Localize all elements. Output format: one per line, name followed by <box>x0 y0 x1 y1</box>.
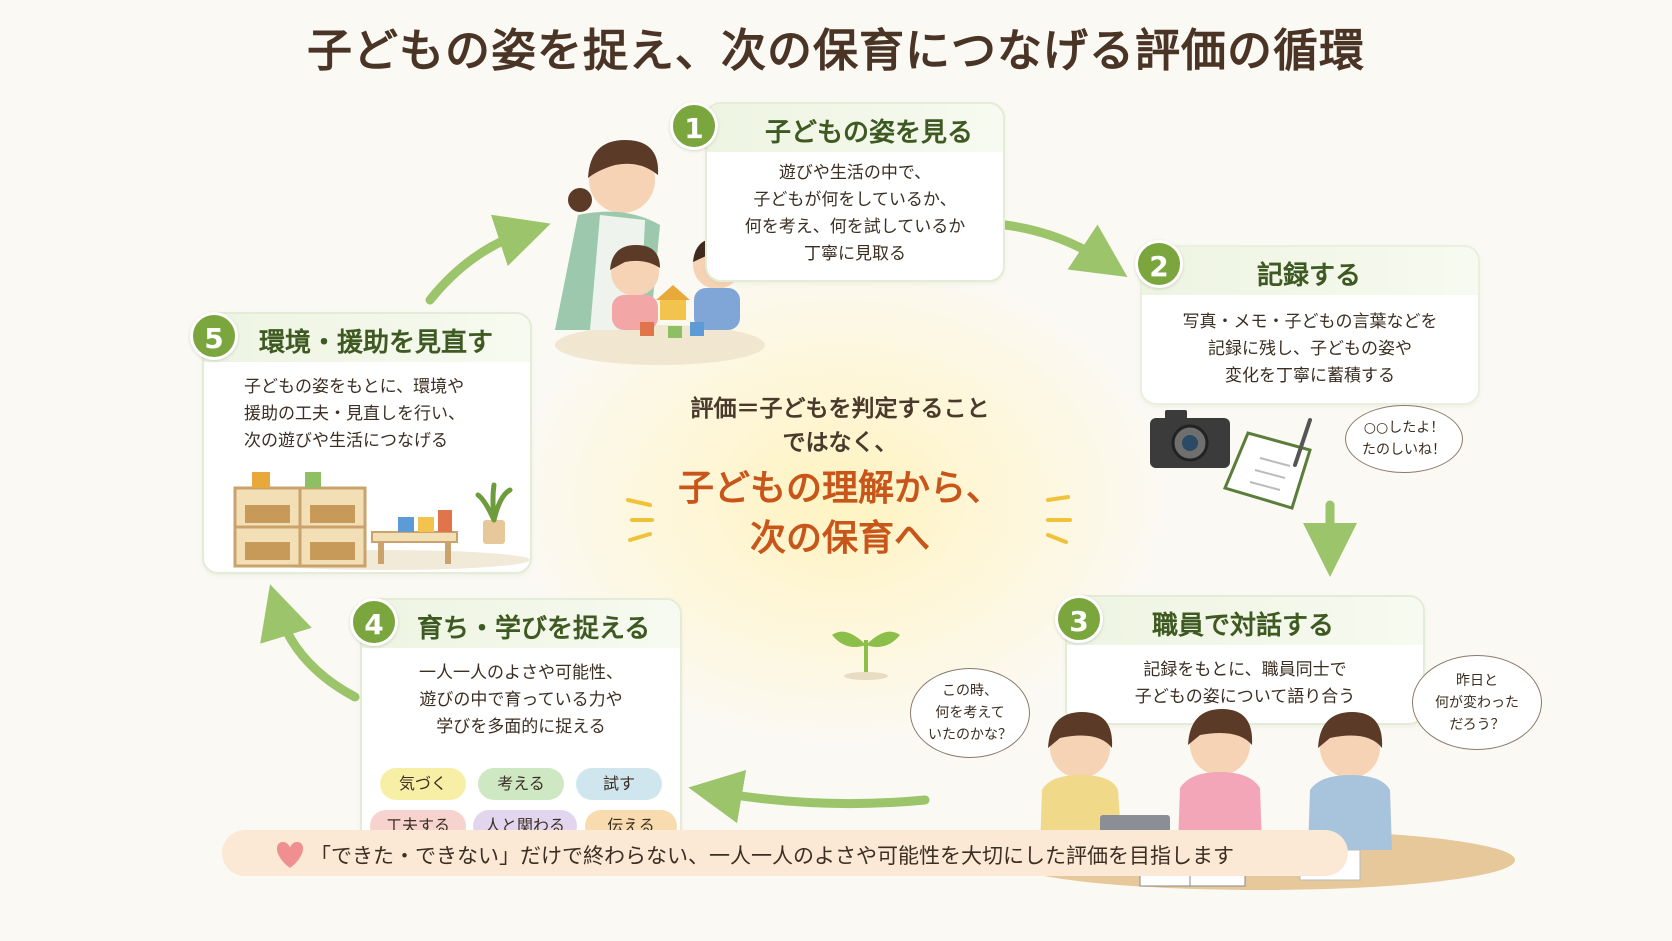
speech-bubble-record: ○○したよ！ たのしいね！ <box>1345 405 1463 473</box>
center-message: 評価＝子どもを判定すること ではなく、 子どもの理解から、 次の保育へ <box>560 392 1120 564</box>
step-description: 子どもの姿をもとに、環境や 援助の工夫・見直しを行い、 次の遊びや生活につなげる <box>244 377 465 451</box>
step-card-observe: 子どもの姿を見る 遊びや生活の中で、 子どもが何をしているか、 何を考え、何を試… <box>705 102 1005 282</box>
step-description: 一人一人のよさや可能性、 遊びの中で育っている力や 学びを多面的に捉える <box>419 663 623 737</box>
speech-bubble-dialogue-right: 昨日と 何が変わった だろう？ <box>1412 655 1542 750</box>
center-line-4: 次の保育へ <box>749 518 930 559</box>
heart-icon <box>276 842 304 868</box>
step-title: 子どもの姿を見る <box>765 118 974 148</box>
step-description: 記録をもとに、職員同士で 子どもの姿について語り合う <box>1134 660 1356 707</box>
footer-banner: 「できた・できない」だけで終わらない、一人一人のよさや可能性を大切にした評価を目… <box>222 830 1348 876</box>
step-number-badge: 2 <box>1135 240 1183 288</box>
step-number-badge: 4 <box>350 598 398 646</box>
center-line-3: 子どもの理解から、 <box>677 468 1002 509</box>
arrow-4-to-5 <box>260 584 360 702</box>
page-title: 子どもの姿を捉え、次の保育につなげる評価の循環 <box>306 24 1365 77</box>
arrow-3-to-4 <box>688 769 930 824</box>
step-title: 記録する <box>1257 261 1362 291</box>
speech-bubble-dialogue-left: この時、 何を考えて いたのかな？ <box>910 668 1030 758</box>
tag-notice: 気づく <box>380 768 466 800</box>
arrow-5-to-1 <box>425 214 551 305</box>
step-number-badge: 3 <box>1055 595 1103 643</box>
sparkle-left-icon <box>626 498 654 542</box>
arrow-1-to-2 <box>1000 220 1128 277</box>
tag-try: 試す <box>576 768 662 800</box>
step-number-badge: 1 <box>670 102 718 150</box>
center-line-1: 評価＝子どもを判定すること <box>690 396 990 422</box>
center-line-2: ではなく、 <box>782 430 898 456</box>
step-description: 遊びや生活の中で、 子どもが何をしているか、 何を考え、何を試しているか 丁寧に… <box>744 163 966 264</box>
step-title: 環境・援助を見直す <box>259 328 494 358</box>
footer-text: 「できた・できない」だけで終わらない、一人一人のよさや可能性を大切にした評価を目… <box>310 844 1234 868</box>
step-card-growth: 育ち・学びを捉える 一人一人のよさや可能性、 遊びの中で育っている力や 学びを多… <box>360 598 682 860</box>
step-description: 写真・メモ・子どもの言葉などを 記録に残し、子どもの姿や 変化を丁寧に蓄積する <box>1182 312 1438 386</box>
step-title: 育ち・学びを捉える <box>417 614 651 644</box>
sprout-icon <box>832 631 900 680</box>
step-number-badge: 5 <box>190 312 238 360</box>
tag-think: 考える <box>478 768 564 800</box>
step-card-dialogue: 職員で対話する 記録をもとに、職員同士で 子どもの姿について語り合う <box>1065 595 1425 725</box>
step-card-record: 記録する 写真・メモ・子どもの言葉などを 記録に残し、子どもの姿や 変化を丁寧に… <box>1140 245 1480 405</box>
sparkle-right-icon <box>1046 495 1072 544</box>
step-title: 職員で対話する <box>1152 611 1335 641</box>
